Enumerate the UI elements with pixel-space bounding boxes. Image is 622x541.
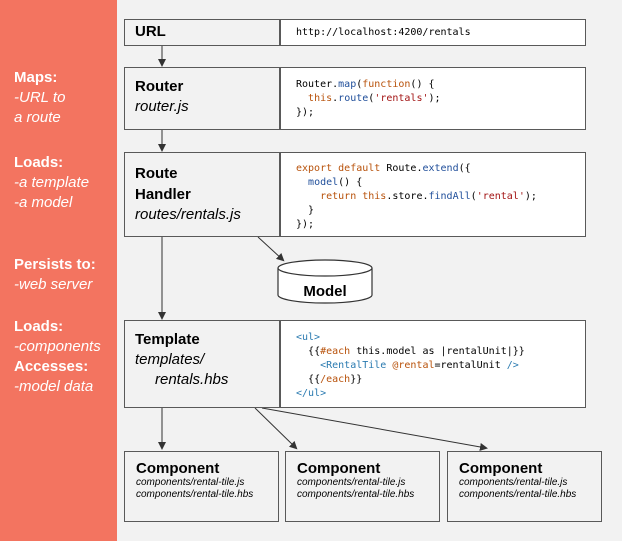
route-handler-title: Route Handler [135,163,191,205]
url-label-box: URL [124,19,280,46]
url-value-box: http://localhost:4200/rentals [280,19,586,46]
code-fn: map [338,79,357,90]
code-text: ( [470,191,477,202]
component-file-hbs: components/rental-tile.hbs [297,489,415,500]
component-file-hbs: components/rental-tile.hbs [459,489,577,500]
loads-section: Loads: -a template -a model [14,153,89,213]
code-text: ({ [458,163,471,174]
route-handler-title-line2: Handler [135,186,191,203]
code-text: } [308,205,315,216]
code-text: {{ [308,374,321,385]
persists-line1: -web server [14,276,93,293]
code-tag: /> [506,360,519,371]
router-title: Router [135,78,184,95]
route-handler-title-line1: Route [135,165,178,182]
code-fn: extend [422,163,459,174]
arrow-template-to-component2 [254,407,298,450]
url-label: URL [135,23,166,40]
router-file: router.js [135,98,189,115]
component-box-1: Component components/rental-tile.js comp… [124,451,279,522]
loads-line2: -a model [14,194,73,211]
code-string: 'rentals' [374,93,429,104]
persists-heading: Persists to: [14,256,96,273]
template-file-line2: rentals.hbs [155,371,229,388]
code-tag: <RentalTile [320,360,387,371]
template-code: <ul> {{#each this.model as |rentalUnit|}… [280,320,586,408]
persists-section: Persists to: -web server [14,255,96,295]
code-string: 'rental' [476,191,525,202]
code-text: () { [338,177,363,188]
loads-line1: -a template [14,174,90,191]
loads2-line1: -components [14,338,101,355]
component-title: Component [459,460,543,477]
code-fn: route [338,93,369,104]
code-keyword: /each [320,374,351,385]
code-keyword: export [296,163,333,174]
code-keyword: #each [320,346,351,357]
code-fn: findAll [428,191,471,202]
code-text: {{ [308,346,321,357]
code-text: Route. [386,163,423,174]
arrow-handler-to-model [257,236,285,262]
code-attr: @rental [386,360,435,371]
code-text: ( [356,79,363,90]
code-keyword: this [308,93,333,104]
component-title: Component [297,460,381,477]
url-value: http://localhost:4200/rentals [296,27,471,38]
sidebar: Maps: -URL to a route Loads: -a template… [0,0,117,541]
maps-heading: Maps: [14,69,58,86]
code-text: . [332,93,339,104]
code-tag: <ul> [296,332,321,343]
code-tag: </ul> [296,388,327,399]
maps-line2: a route [14,109,61,126]
code-text: ); [524,191,537,202]
code-text: () { [410,79,435,90]
maps-section: Maps: -URL to a route [14,68,65,128]
code-keyword: default [338,163,381,174]
model-label: Model [303,283,346,300]
code-line: }); [296,219,315,230]
component-file-js: components/rental-tile.js [136,477,245,488]
component-box-2: Component components/rental-tile.js comp… [285,451,440,522]
code-text: ( [368,93,375,104]
route-handler-code: export default Route.extend({ model() { … [280,152,586,237]
code-keyword: function [362,79,411,90]
code-fn: model [308,177,339,188]
route-handler-file: routes/rentals.js [135,206,241,223]
code-keyword: return [320,191,357,202]
component-file-js: components/rental-tile.js [459,477,568,488]
router-box: Router router.js [124,67,280,130]
arrow-template-to-component3 [261,407,488,451]
maps-line1: -URL to [14,89,66,106]
template-box: Template templates/ rentals.hbs [124,320,280,408]
component-title: Component [136,460,220,477]
component-file-hbs: components/rental-tile.hbs [136,489,254,500]
loads-heading: Loads: [14,154,64,171]
accesses-heading: Accesses: [14,358,89,375]
code-keyword: this [362,191,387,202]
code-text: ); [428,93,441,104]
code-text: }} [350,374,363,385]
template-file-line1: templates/ [135,351,205,368]
component-box-3: Component components/rental-tile.js comp… [447,451,602,522]
loads2-section: Loads: -components Accesses: -model data [14,317,101,397]
code-text: .store. [386,191,429,202]
code-text: this.model as |rentalUnit|}} [350,346,525,357]
component-file-js: components/rental-tile.js [297,477,406,488]
code-text: Router. [296,79,339,90]
loads2-heading: Loads: [14,318,64,335]
template-title: Template [135,331,200,348]
code-line: }); [296,107,315,118]
accesses-line1: -model data [14,378,94,395]
route-handler-box: Route Handler routes/rentals.js [124,152,280,237]
router-code: Router.map(function() { this.route('rent… [280,67,586,130]
model-cylinder: Model [277,259,373,304]
code-text: =rentalUnit [434,360,507,371]
